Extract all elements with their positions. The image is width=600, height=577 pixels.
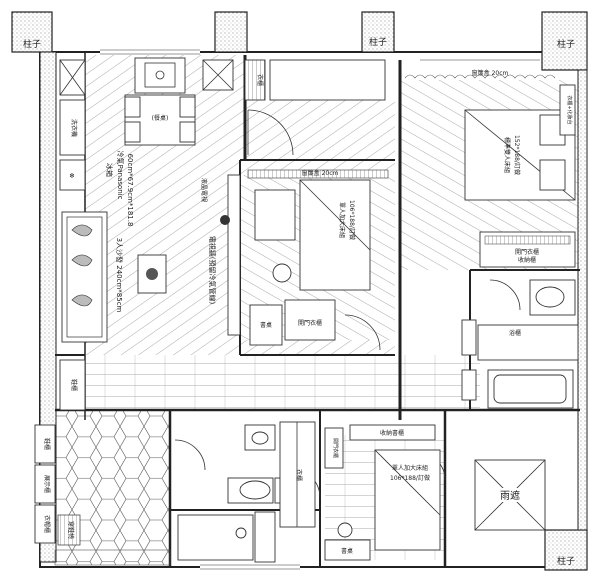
master-tv-cabinet: 衣櫃+化妝台: [559, 84, 576, 136]
top-closet: [202, 59, 234, 91]
third-storage-label: 收納書櫃: [380, 429, 404, 437]
master-wardrobe-label: 開門衣櫃: [515, 248, 539, 256]
shoe-cabinet-label: 鞋櫃: [43, 438, 51, 450]
small-cabinet: [461, 319, 477, 356]
third-bedroom-bed: 單人加大床組 106*188/訂做: [374, 449, 441, 551]
desk: [254, 189, 296, 241]
bed-label: 單人加大床組: [338, 202, 346, 238]
master-bed-size: 152*188/訂做: [513, 135, 521, 175]
pillar-top-center: 柱子: [361, 11, 395, 53]
third-desk-label: 書桌: [341, 547, 353, 555]
pillar-right-wall: [577, 69, 588, 531]
balcony-label: 雨遮: [500, 489, 520, 502]
chair: [272, 263, 292, 283]
master-storage-label: 收納櫃: [518, 256, 536, 264]
coffee-table: [137, 254, 167, 294]
corridor-shoe-cabinet: 鞋櫃: [59, 359, 86, 411]
aircon-size: 60cm*67.9cm*181.8: [126, 154, 134, 227]
third-bedroom-storage: 收納書櫃: [349, 424, 436, 441]
windows: [100, 49, 540, 570]
wardrobe-label: 開門衣櫃: [298, 319, 322, 327]
pillar-bottom-right: 柱子: [544, 529, 588, 571]
entry-mat: [54, 549, 171, 566]
master-bath-cabinet: 浴櫃: [509, 329, 521, 337]
third-wardrobe-label: 開門衣櫃: [332, 438, 339, 458]
master-bed-label: 標準雙人床組: [503, 137, 511, 173]
dining-table: (餐桌): [124, 94, 196, 146]
bed-size: 106*188/訂做: [348, 200, 356, 240]
pillar-top-mid: [214, 11, 248, 53]
door-arc: [247, 109, 294, 156]
balcony: 雨遮: [474, 459, 546, 531]
common-bathroom: [227, 424, 288, 504]
desk-label: 書桌: [260, 321, 272, 329]
bathroom-top: [269, 59, 386, 101]
curtain-box-label: 窗簾盒 20cm: [302, 169, 339, 177]
tv-label: 液晶電視: [200, 178, 208, 202]
curtain-box: [247, 169, 389, 179]
small-cabinet: [461, 369, 477, 401]
master-bathroom: 浴櫃: [477, 279, 579, 409]
aircon: ❄: [59, 159, 86, 191]
third-bed-label: 單人加大床組: [392, 464, 428, 472]
pillar-label: 柱子: [557, 555, 575, 567]
master-cabinet-label: 衣櫃+化妝台: [566, 95, 573, 124]
sofa: [61, 211, 108, 343]
master-bed: 標準雙人床組 152*188/訂做: [464, 109, 576, 201]
washer-label: 洗衣機: [70, 119, 78, 137]
aircon-icon: ❄: [69, 172, 75, 180]
third-bed-size: 106*188/訂做: [390, 474, 430, 482]
entry-cabinets: 鞋櫃 展示櫃 衣帽櫃 穿鞋椅: [34, 424, 81, 546]
dining-table-label: (餐桌): [152, 114, 169, 122]
kitchen-counter: [134, 57, 186, 94]
aircon-label: 冷氣Panasonic: [116, 150, 125, 199]
door-arc: [174, 439, 206, 471]
pillar-top-right: 柱子: [541, 11, 588, 71]
tv-wall-label: 電視牆(預留冷氣管線): [208, 236, 217, 305]
pillar-top-left: 柱子: [11, 11, 53, 53]
bench-label: 穿鞋椅: [67, 521, 75, 539]
pillar-label: 柱子: [369, 36, 387, 48]
pillar-label: 柱子: [23, 38, 41, 50]
master-wardrobe: 開門衣櫃 收納櫃: [479, 231, 576, 268]
closet-label: 衣櫃: [256, 74, 264, 86]
storage-label: 衣櫃: [295, 469, 303, 481]
storage-closet: 衣櫃: [244, 59, 266, 101]
tv-cabinet: [220, 174, 241, 336]
door-arc: [489, 279, 521, 311]
washer: 洗衣機: [59, 99, 86, 156]
corridor-floor: [85, 355, 480, 410]
display-cabinet-label: 展示櫃: [43, 475, 51, 493]
corridor-shoe-label: 鞋櫃: [70, 379, 78, 391]
door-arc: [344, 314, 381, 351]
third-bedroom-wardrobe: 開門衣櫃: [324, 427, 344, 469]
second-bedroom-bed: 單人加大床組 106*188/訂做: [299, 179, 371, 291]
sofa-label: 3人沙發 240cm*85cm: [115, 238, 124, 313]
third-bedroom-desk: 書桌: [324, 522, 371, 561]
curtain: [404, 74, 556, 79]
fridge: [59, 59, 86, 96]
second-bedroom-desk-box: 書桌: [249, 304, 283, 346]
corridor-storage: 衣櫃: [279, 421, 316, 528]
fridge-label: 冰箱: [105, 163, 114, 177]
master-curtain-label: 窗簾盒 20cm: [472, 69, 509, 77]
coat-cabinet-label: 衣帽櫃: [43, 515, 51, 533]
second-bedroom-wardrobe: 開門衣櫃: [284, 299, 336, 341]
pillar-label: 柱子: [557, 38, 575, 50]
bottom-room-furniture: [177, 511, 276, 563]
